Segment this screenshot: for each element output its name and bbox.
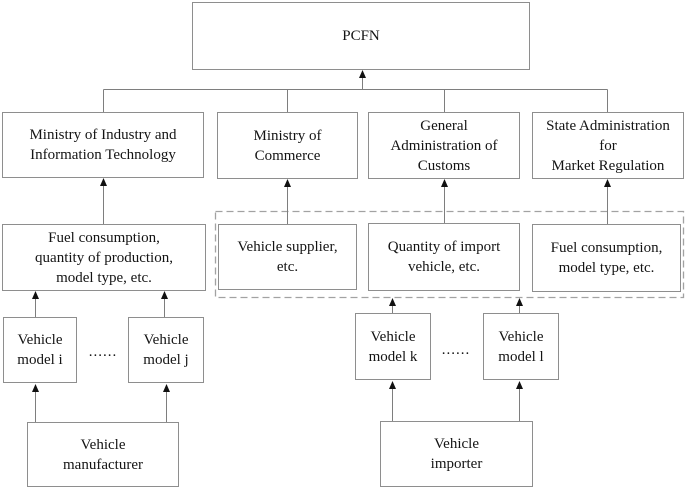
label-line: Customs (417, 157, 471, 174)
box-fuel-consumption-production-data: Fuel consumption, quantity of production… (2, 224, 206, 291)
label-line: Vehicle (498, 328, 544, 345)
box-fuel-consumption-model-data: Fuel consumption, model type, etc. (532, 224, 681, 292)
box-ministry-industry-it: Ministry of Industry and Information Tec… (2, 112, 204, 178)
arrowhead-model-k (389, 381, 396, 389)
arrowhead-pcfn (359, 70, 366, 78)
label-line: State Administration (546, 117, 670, 134)
box-vehicle-model-i: Vehicle model i (3, 317, 77, 383)
label-line: vehicle, etc. (407, 259, 481, 275)
arrowhead-model-i (32, 384, 39, 392)
label-line: etc. (276, 259, 299, 275)
box-pcfn: PCFN (192, 2, 530, 70)
label-line: model type, etc. (56, 269, 152, 286)
box-state-administration-market-regulation: State Administration for Market Regulati… (532, 112, 684, 179)
label-line: Vehicle supplier, (237, 239, 338, 255)
box-import-quantity-data: Quantity of import vehicle, etc. (368, 223, 520, 291)
label-line: Fuel consumption, (48, 229, 160, 246)
arrowhead-dash-right (516, 298, 523, 306)
arrowhead-commerce (284, 179, 291, 187)
pcfn-label: PCFN (342, 28, 380, 44)
label-line: model l (498, 348, 544, 365)
label-line: Vehicle (17, 332, 63, 348)
arrowhead-model-l (516, 381, 523, 389)
ellipsis-models-right: ...... (441, 342, 471, 358)
label-line: Commerce (254, 147, 321, 164)
label-line: model i (17, 352, 63, 368)
box-vehicle-model-l: Vehicle model l (483, 313, 559, 380)
box-ministry-commerce: Ministry of Commerce (217, 112, 358, 179)
label-line: manufacturer (63, 456, 143, 473)
label-line: Vehicle (370, 328, 416, 345)
arrowhead-dash-left (389, 298, 396, 306)
label-line: model type, etc. (558, 260, 655, 276)
label-line: Market Regulation (551, 157, 665, 174)
label-line: Fuel consumption, (550, 240, 663, 256)
label-line: Ministry of Industry and (29, 127, 177, 143)
arrowhead-fuel-left (32, 291, 39, 299)
label-line: model k (368, 348, 418, 365)
label-line: quantity of production, (35, 249, 173, 266)
arrowhead-fuel-right (161, 291, 168, 299)
label-line: General (420, 117, 468, 134)
arrowhead-model-j (163, 384, 170, 392)
box-vehicle-supplier-data: Vehicle supplier, etc. (218, 224, 357, 290)
box-vehicle-manufacturer: Vehicle manufacturer (27, 422, 179, 487)
label-line: Vehicle (80, 436, 126, 453)
box-vehicle-importer: Vehicle importer (380, 421, 533, 487)
label-line: Ministry of (253, 127, 322, 144)
label-line: importer (430, 456, 483, 472)
label-line: Quantity of import (387, 239, 501, 255)
label-line: for (599, 137, 617, 154)
label-line: Vehicle (434, 436, 479, 452)
arrowhead-miit (100, 178, 107, 186)
label-line: Vehicle (143, 332, 189, 348)
arrowhead-customs (441, 179, 448, 187)
ellipsis-models-left: ...... (88, 344, 118, 360)
label-line: Information Technology (30, 147, 176, 163)
label-line: model j (143, 352, 189, 368)
arrowhead-samr (604, 179, 611, 187)
label-line: Administration of (390, 137, 498, 154)
box-vehicle-model-k: Vehicle model k (355, 313, 431, 380)
box-general-administration-customs: General Administration of Customs (368, 112, 520, 179)
box-vehicle-model-j: Vehicle model j (128, 317, 204, 383)
